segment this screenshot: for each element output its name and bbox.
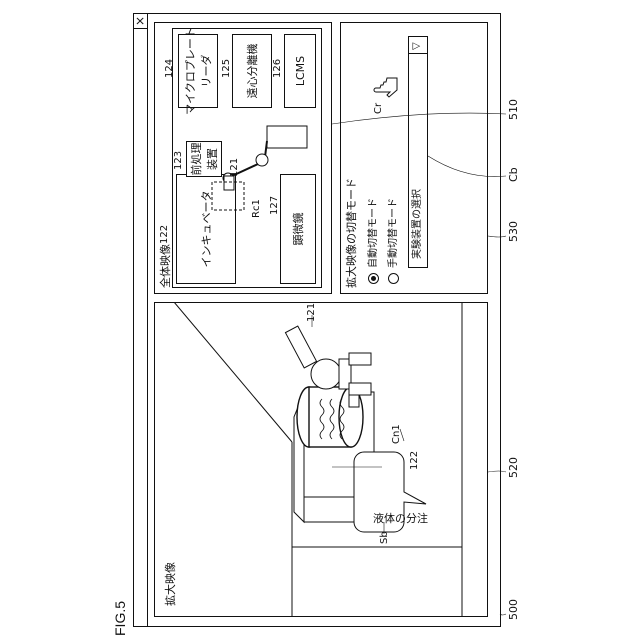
rotated-figure: FIG.5 × 拡大映像 <box>0 0 640 640</box>
leader-lines <box>0 0 640 640</box>
